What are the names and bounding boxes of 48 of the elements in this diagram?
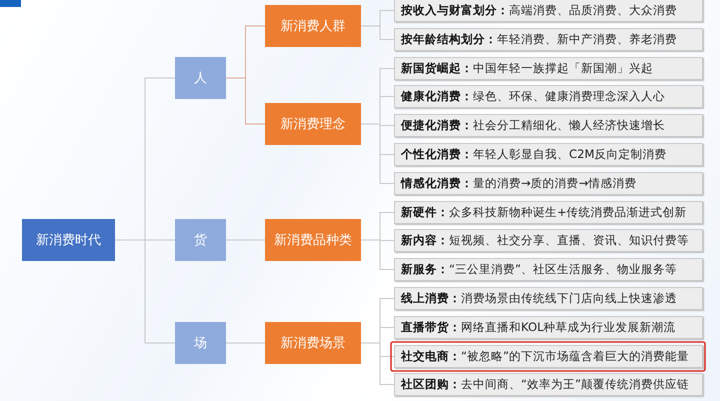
description-text: 直播带货：网络直播和KOL种草成为行业发展新潮流 <box>401 320 676 335</box>
detail-box <box>394 172 703 195</box>
connector-line <box>114 240 176 344</box>
detail-box <box>394 373 703 396</box>
description-text: 按年龄结构划分：年轻消费、新中产消费、养老消费 <box>401 32 677 47</box>
category-box <box>175 57 226 99</box>
box-label: 新消费人群 <box>280 18 346 35</box>
box-label: 新消费品种类 <box>274 232 352 249</box>
description-text: 按收入与财富划分：高端消费、品质消费、大众消费 <box>401 3 677 18</box>
connector-line <box>360 26 394 40</box>
description-text: 便捷化消费：社会分工精细化、懒人经济快速增长 <box>401 118 665 133</box>
connector-line <box>226 78 266 124</box>
detail-box <box>394 85 703 108</box>
box-label: 新消费理念 <box>280 116 346 133</box>
description-text: 新内容：短视频、社交分享、直播、资讯、知识付费等 <box>401 233 689 248</box>
root-box <box>22 219 115 261</box>
description-text: 个性化消费：年轻人彰显自我、C2M反向定制消费 <box>401 147 666 162</box>
detail-box <box>394 229 703 252</box>
detail-box <box>394 28 703 51</box>
topic-box <box>265 219 361 261</box>
category-box <box>175 322 226 364</box>
box-label: 货 <box>194 232 207 249</box>
box-label: 新消费场景 <box>280 335 346 352</box>
topic-box <box>265 5 361 47</box>
description-text: 社区团购：去中间商、“效率为王”颠覆传统消费供应链 <box>401 377 690 392</box>
detail-box <box>394 201 703 224</box>
box-label: 场 <box>194 335 207 352</box>
description-text: 新国货崛起：中国年轻一族撑起「新国潮」兴起 <box>401 61 653 76</box>
connector-line <box>226 342 266 344</box>
description-text: 新硬件：众多科技新物种诞生+传统消费品渐进式创新 <box>401 205 687 220</box>
detail-box <box>394 287 703 310</box>
detail-box <box>394 57 703 80</box>
connector-line <box>360 240 394 270</box>
box-label: 人 <box>194 70 207 87</box>
description-text: 健康化消费：绿色、环保、健康消费理念深入人心 <box>401 89 665 104</box>
topic-box <box>265 103 361 145</box>
description-text: 线上消费：消费场景由传统线下门店向线上快速渗透 <box>401 291 677 306</box>
category-box <box>175 219 226 261</box>
detail-box <box>394 114 703 137</box>
description-text: 情感化消费：量的消费→质的消费→情感消费 <box>401 176 636 191</box>
detail-box <box>394 316 703 339</box>
topic-box <box>265 322 361 364</box>
description-text: 社交电商：“被忽略”的下沉市场蕴含着巨大的消费能量 <box>401 349 690 364</box>
description-text: 新服务：“三公里消费”、社区生活服务、物业服务等 <box>401 262 678 277</box>
box-label: 新消费时代 <box>36 232 101 249</box>
detail-box <box>394 0 703 22</box>
detail-box <box>394 143 703 166</box>
detail-box <box>394 258 703 281</box>
